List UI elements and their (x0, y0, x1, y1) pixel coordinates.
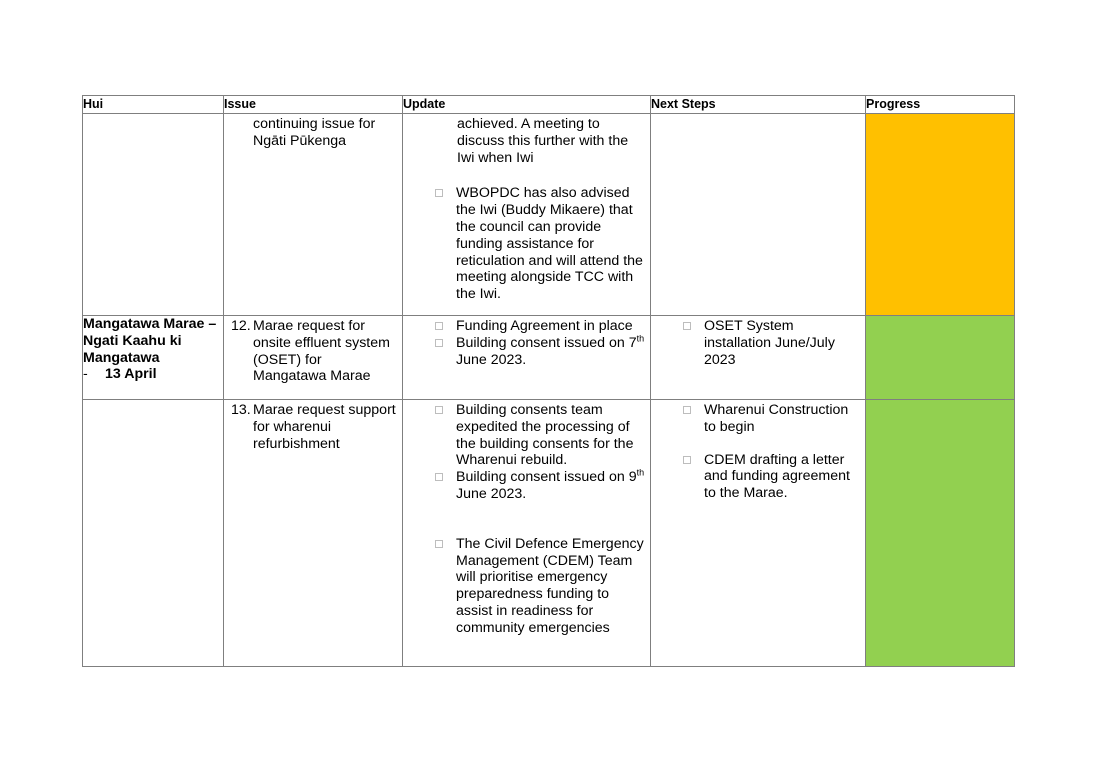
issue-cell: continuing issue for Ngāti Pūkenga (223, 113, 403, 316)
bullet-box-icon (683, 455, 691, 464)
progress-cell-amber (865, 113, 1015, 316)
bullet-box-icon (435, 473, 443, 482)
issue-item: 12. Marae request for onsite effluent sy… (224, 316, 402, 385)
next-steps-cell (650, 113, 866, 316)
bullet-box-icon (435, 189, 443, 198)
hui-date-line: - 13 April (83, 366, 223, 383)
next-steps-cell: OSET System installation June/July 2023 (650, 315, 866, 400)
table-row: Mangatawa Marae – Ngati Kaahu ki Mangata… (82, 315, 1015, 400)
bullet-box-icon (435, 406, 443, 414)
update-bullet-list: Building consents team expedited the pro… (403, 400, 650, 637)
update-bullet-list: Funding Agreement in place Building cons… (403, 316, 650, 368)
column-header-hui: Hui (82, 95, 224, 114)
table-row: 13. Marae request support for wharenui r… (82, 399, 1015, 667)
update-cell: achieved. A meeting to discuss this furt… (402, 113, 651, 316)
issue-text: Marae request support for wharenui refur… (253, 402, 396, 452)
table-header-row: Hui Issue Update Next Steps Progress (82, 95, 1015, 114)
column-header-update: Update (402, 95, 651, 114)
issue-cell: 12. Marae request for onsite effluent sy… (223, 315, 403, 400)
hui-dash: - (83, 366, 88, 383)
update-text: achieved. A meeting to discuss this furt… (457, 116, 629, 166)
list-item: Building consent issued on 9th June 2023… (403, 468, 646, 503)
hui-date: 13 April (105, 366, 157, 383)
list-item: Building consent issued on 7th June 2023… (403, 334, 646, 369)
list-item: Wharenui Construction to begin (651, 402, 861, 436)
issue-text: Marae request for onsite effluent system… (253, 318, 390, 385)
list-item: OSET System installation June/July 2023 (651, 318, 861, 368)
next-steps-list: OSET System installation June/July 2023 (651, 316, 865, 368)
list-item: The Civil Defence Emergency Management (… (403, 536, 646, 637)
column-header-next-steps: Next Steps (650, 95, 866, 114)
update-bullet-list: WBOPDC has also advised the Iwi (Buddy M… (403, 183, 650, 303)
bullet-box-icon (435, 322, 443, 330)
list-item: Building consents team expedited the pro… (403, 402, 646, 469)
hui-cell: Mangatawa Marae – Ngati Kaahu ki Mangata… (82, 315, 224, 400)
next-steps-list: Wharenui Construction to begin CDEM draf… (651, 400, 865, 502)
issue-text: continuing issue for Ngāti Pūkenga (253, 116, 376, 149)
column-header-issue: Issue (223, 95, 403, 114)
hui-issues-table: Hui Issue Update Next Steps Progress con… (82, 95, 1015, 667)
list-item: Funding Agreement in place (403, 318, 646, 335)
list-item: CDEM drafting a letter and funding agree… (651, 452, 861, 502)
bullet-box-icon (435, 338, 443, 347)
table-row: continuing issue for Ngāti Pūkenga achie… (82, 113, 1015, 316)
next-steps-cell: Wharenui Construction to begin CDEM draf… (650, 399, 866, 667)
hui-name: Mangatawa Marae – Ngati Kaahu ki Mangata… (83, 316, 217, 366)
update-cell: Funding Agreement in place Building cons… (402, 315, 651, 400)
issue-number: 13. (231, 402, 251, 418)
progress-cell-green (865, 399, 1015, 667)
issue-item: 13. Marae request support for wharenui r… (224, 400, 402, 452)
bullet-box-icon (683, 322, 691, 330)
update-cell: Building consents team expedited the pro… (402, 399, 651, 667)
hui-cell (82, 399, 224, 667)
hui-cell (82, 113, 224, 316)
bullet-box-icon (683, 406, 691, 414)
issue-cell: 13. Marae request support for wharenui r… (223, 399, 403, 667)
issue-number: 12. (231, 318, 251, 334)
progress-cell-green (865, 315, 1015, 400)
bullet-box-icon (435, 539, 443, 548)
column-header-progress: Progress (865, 95, 1015, 114)
list-item: WBOPDC has also advised the Iwi (Buddy M… (403, 185, 646, 303)
